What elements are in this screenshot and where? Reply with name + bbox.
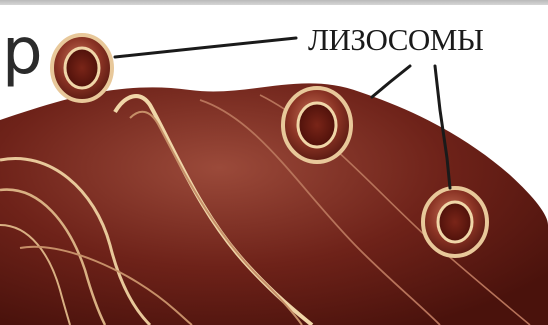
lysosome-2 <box>283 88 351 162</box>
lysosome-3 <box>423 188 487 256</box>
lysosome-label: ЛИЗОСОМЫ <box>308 22 483 58</box>
lysosome-1 <box>52 35 112 101</box>
leader-line-lysosome-2 <box>372 66 410 97</box>
leader-line-lysosome-1 <box>115 38 296 57</box>
